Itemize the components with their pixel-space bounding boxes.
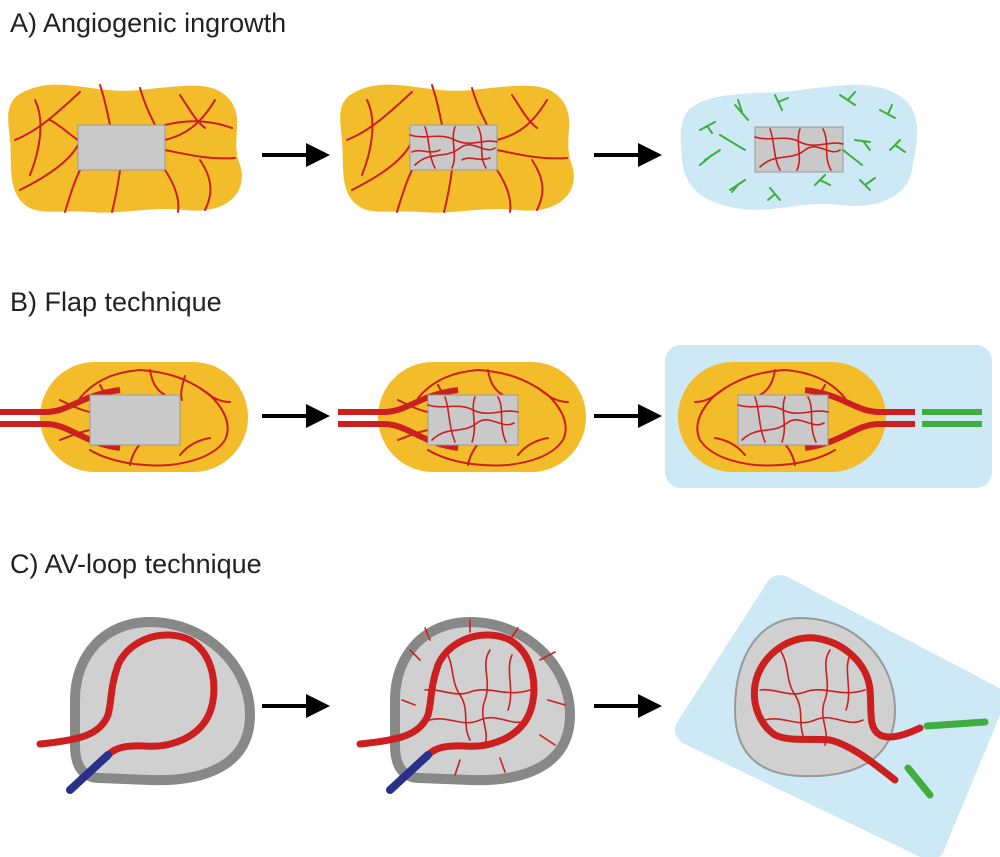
c-step3-av-loop: [675, 575, 1000, 857]
c-step1-av-loop: [36, 616, 256, 794]
section-a-title: A) Angiogenic ingrowth: [10, 8, 287, 38]
section-c-title: C) AV-loop technique: [10, 549, 262, 579]
b-step3-flap: [665, 345, 992, 488]
a-step1-tissue: [8, 84, 242, 213]
section-b-title: B) Flap technique: [10, 287, 222, 317]
b-step2-flap: [338, 362, 586, 472]
b-step1-flap: [0, 362, 248, 472]
c-step2-av-loop: [356, 616, 576, 794]
a-step2-tissue: [340, 84, 574, 213]
a-step3-tissue: [680, 84, 918, 210]
